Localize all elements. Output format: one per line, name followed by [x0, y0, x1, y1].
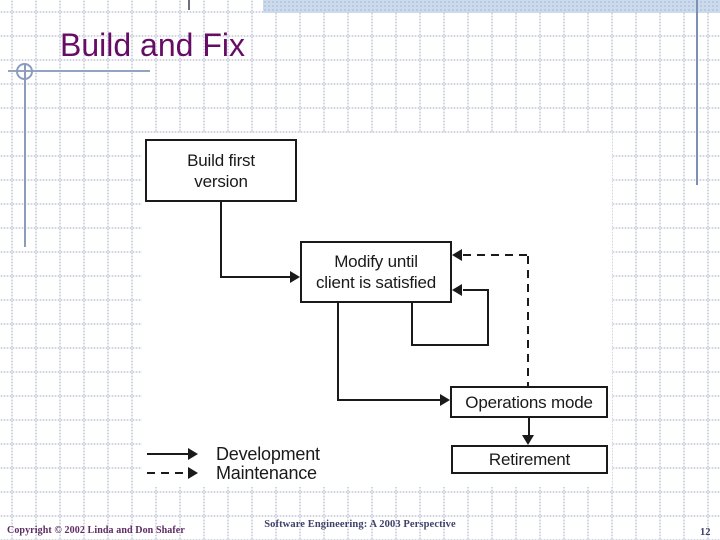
box-operations-mode: Operations mode: [450, 386, 608, 418]
box-retirement: Retirement: [451, 445, 608, 474]
connector-maintenance-dashed: [527, 256, 529, 386]
box-label: Build first: [187, 150, 255, 170]
arrowhead-down-icon: [522, 435, 534, 445]
connector-modify-loop: [463, 289, 489, 291]
arrowhead-left-icon: [452, 284, 462, 296]
connector-build-to-modify: [220, 276, 292, 278]
legend-label-development: Development: [216, 444, 320, 464]
legend-solid-line: [147, 453, 190, 455]
connector-operations-to-retirement: [528, 418, 530, 437]
box-label: Modify until: [334, 252, 418, 271]
box-label: Retirement: [488, 450, 571, 469]
arrowhead-right-icon: [290, 271, 300, 283]
connector-modify-loop: [487, 290, 489, 346]
footer-book-title: Software Engineering: A 2003 Perspective: [264, 519, 456, 530]
arrowhead-left-icon: [452, 249, 462, 261]
right-accent-rule: [696, 0, 698, 185]
title-underline: [8, 70, 150, 72]
connector-build-to-modify: [220, 202, 222, 278]
footer-copyright: Copyright © 2002 Linda and Don Shafer: [7, 525, 185, 536]
box-label: Operations mode: [465, 392, 593, 412]
arrowhead-right-icon: [440, 394, 450, 406]
page-title: Build and Fix: [60, 27, 245, 63]
box-build-first-version: Build first version: [145, 139, 297, 202]
box-label: version: [194, 171, 248, 191]
top-accent-band: [263, 0, 720, 13]
legend-label-maintenance: Maintenance: [216, 463, 317, 483]
connector-modify-to-operations: [337, 303, 339, 401]
connector-modify-loop: [411, 344, 489, 346]
box-modify-until-satisfied: Modify until client is satisfied: [300, 241, 452, 303]
arrowhead-right-icon: [188, 448, 198, 460]
connector-maintenance-dashed: [463, 254, 528, 256]
connector-modify-loop: [411, 303, 413, 346]
legend-dashed-line: [147, 472, 190, 474]
connector-modify-to-operations: [337, 399, 442, 401]
arrowhead-right-icon: [188, 467, 198, 479]
top-tick-mark: [188, 0, 190, 10]
footer-page-number: 12: [700, 527, 711, 538]
ornament-circle-icon: [16, 63, 33, 80]
left-accent-rule: [24, 64, 26, 247]
box-label: client is satisfied: [316, 273, 436, 292]
